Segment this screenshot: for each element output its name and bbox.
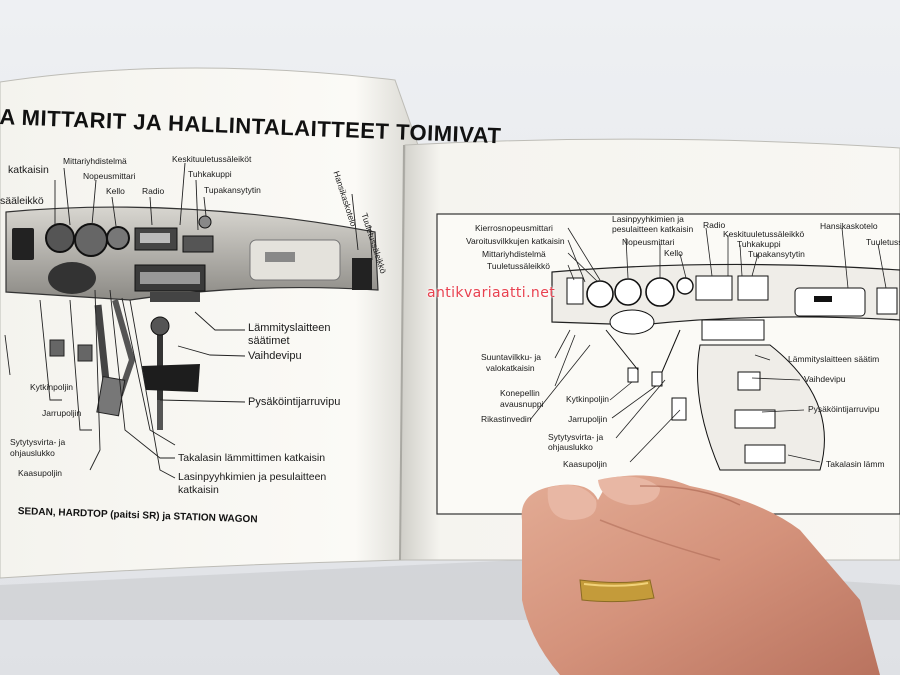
- r-label-pesulaitteen: pesulaitteen katkaisin: [612, 224, 694, 234]
- watermark-text: antikvariaatti.net: [427, 285, 556, 301]
- label-lammityslaitteen: Lämmityslaitteen: [248, 322, 331, 334]
- r-label-kello: Kello: [664, 248, 683, 258]
- label-lasinpyyhkimien-katkaisin: katkaisin: [178, 484, 219, 496]
- r-label-konepellin: Konepellin: [500, 388, 540, 398]
- r-label-tuuletussaleikko-right: Tuuletussä: [866, 237, 900, 247]
- r-label-nopeusmittari: Nopeusmittari: [622, 237, 675, 247]
- left-dashboard-illustration: [5, 206, 379, 430]
- label-tupakansytytin: Tupakansytytin: [204, 185, 261, 195]
- right-dashboard-illustration: [551, 263, 900, 471]
- label-kaasupoljin: Kaasupoljin: [18, 468, 62, 478]
- right-diagram-frame: [436, 213, 900, 515]
- label-ohjauslukko: ohjauslukko: [10, 448, 55, 458]
- label-radio: Radio: [142, 186, 165, 196]
- left-page: [0, 67, 419, 579]
- r-label-lasinpyyhkimien: Lasinpyyhkimien ja: [612, 214, 684, 224]
- hand-illustration: [521, 475, 880, 675]
- label-pysakointijarruvipu: Pysäköintijarruvipu: [248, 396, 341, 408]
- label-kello: Kello: [106, 186, 125, 196]
- r-label-pysakointijarruvipu: Pysäköintijarruvipu: [808, 404, 880, 414]
- label-saleikko: sääleikkö: [0, 195, 44, 207]
- r-label-keskituuletussaleikko: Keskituuletussäleikkö: [723, 229, 805, 239]
- label-lasinpyyhkimien: Lasinpyyhkimien ja pesulaitteen: [178, 471, 327, 483]
- r-label-kaasupoljin: Kaasupoljin: [563, 459, 607, 469]
- label-vaihdevipu: Vaihdevipu: [248, 350, 302, 362]
- left-leader-lines: [4, 162, 373, 479]
- r-label-vaihdevipu: Vaihdevipu: [804, 374, 846, 384]
- r-label-tupakansytytin: Tupakansytytin: [748, 249, 805, 259]
- label-katkaisin: katkaisin: [8, 164, 49, 176]
- label-saatimet: säätimet: [248, 335, 290, 347]
- label-kytkinpoljin: Kytkinpoljin: [30, 382, 73, 392]
- label-mittariyhdistelma: Mittariyhdistelmä: [63, 156, 127, 166]
- label-nopeusmittari: Nopeusmittari: [83, 171, 136, 181]
- label-sytytysvirta: Sytytysvirta- ja: [10, 437, 66, 447]
- r-label-kierrosnopeusmittari: Kierrosnopeusmittari: [475, 223, 553, 233]
- right-leader-lines: [529, 227, 887, 463]
- r-label-tuhkakuppi: Tuhkakuppi: [737, 239, 781, 249]
- r-label-ohjauslukko: ohjauslukko: [548, 442, 593, 452]
- r-label-mittariyhdistelma: Mittariyhdistelmä: [482, 249, 546, 259]
- r-label-hansikaskotelo: Hansikaskotelo: [820, 221, 878, 231]
- r-label-jarrupoljin: Jarrupoljin: [568, 414, 608, 424]
- r-label-kytkinpoljin: Kytkinpoljin: [566, 394, 609, 404]
- r-label-rikastinvedin: Rikastinvedin: [481, 414, 532, 424]
- r-label-takalasin: Takalasin lämm: [826, 459, 885, 469]
- label-tuhkakuppi: Tuhkakuppi: [188, 169, 232, 179]
- r-label-radio: Radio: [703, 220, 726, 230]
- r-label-avausnuppi: avausnuppi: [500, 399, 544, 409]
- r-label-varoitusvilkkujen: Varoitusvilkkujen katkaisin: [466, 236, 565, 246]
- r-label-suuntavilkku: Suuntavilkku- ja: [481, 352, 542, 362]
- label-takalasin: Takalasin lämmittimen katkaisin: [178, 452, 326, 464]
- r-label-lammityslaitteen: Lämmityslaitteen säätim: [788, 354, 880, 364]
- r-label-valokatkaisin: valokatkaisin: [486, 363, 535, 373]
- book-spine: [399, 144, 405, 561]
- r-label-tuuletussaleikko-left: Tuuletussäleikkö: [487, 261, 550, 271]
- label-keskituuletussaleikot: Keskituuletussäleiköt: [172, 154, 252, 164]
- r-label-sytytysvirta: Sytytysvirta- ja: [548, 432, 604, 442]
- label-jarrupoljin: Jarrupoljin: [42, 408, 82, 418]
